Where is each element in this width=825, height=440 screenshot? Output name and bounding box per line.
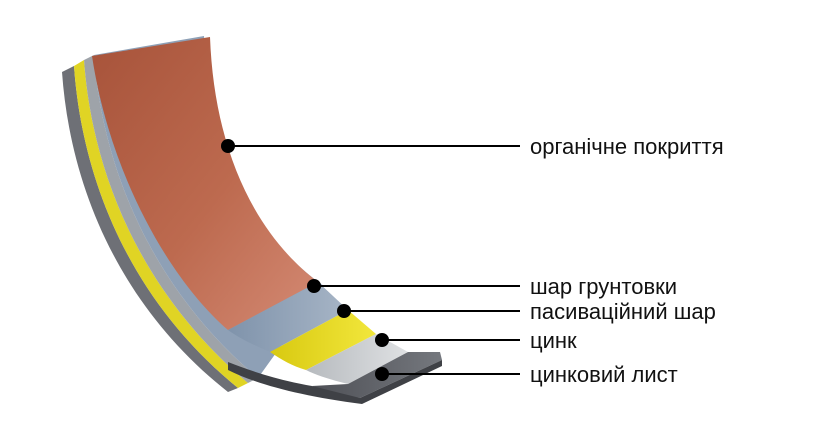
label-organic-coating: органічне покриття xyxy=(530,134,724,159)
leader-dot-primer-layer xyxy=(307,279,321,293)
leader-dot-zinc xyxy=(375,333,389,347)
primer-layer-surface xyxy=(228,282,348,352)
passivation-layer-surface xyxy=(270,310,376,370)
leader-dot-passivation-layer xyxy=(337,304,351,318)
label-zinc-sheet: цинковий лист xyxy=(530,362,678,387)
leader-dot-zinc-sheet xyxy=(375,367,389,381)
leader-dot-organic-coating xyxy=(221,139,235,153)
label-zinc: цинк xyxy=(530,328,577,353)
label-passivation-layer: пасиваційний шар xyxy=(530,299,716,324)
zinc-sheet-front-edge xyxy=(228,360,442,404)
label-primer-layer: шар грунтовки xyxy=(530,274,677,299)
organic-coating-surface xyxy=(92,37,318,330)
